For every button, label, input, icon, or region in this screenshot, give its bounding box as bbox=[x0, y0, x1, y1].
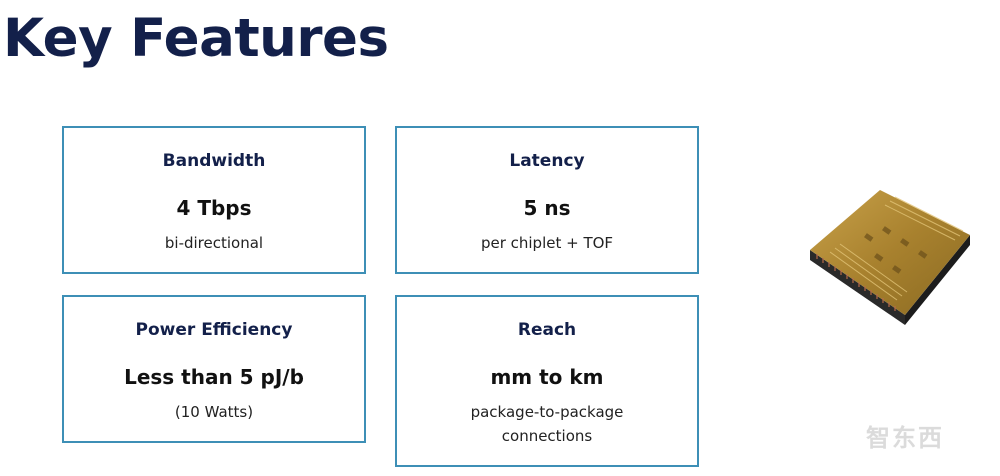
chiplet-image bbox=[810, 190, 970, 325]
card-subtext: (10 Watts) bbox=[174, 403, 254, 421]
slide-title: Key Features bbox=[3, 8, 389, 69]
card-value: mm to km bbox=[490, 365, 604, 389]
card-subtext: per chiplet + TOF bbox=[480, 234, 614, 252]
card-heading: Reach bbox=[517, 320, 577, 340]
card-subtext-line: connections bbox=[501, 427, 593, 445]
card-heading: Power Efficiency bbox=[135, 320, 293, 340]
card-heading: Bandwidth bbox=[162, 151, 266, 171]
feature-card-bandwidth: Bandwidth 4 Tbps bi-directional bbox=[62, 126, 366, 274]
card-value: 5 ns bbox=[523, 196, 571, 220]
watermark: 智东西 bbox=[866, 424, 944, 452]
card-value: Less than 5 pJ/b bbox=[124, 365, 304, 389]
feature-card-power-efficiency: Power Efficiency Less than 5 pJ/b (10 Wa… bbox=[62, 295, 366, 443]
card-heading: Latency bbox=[509, 151, 585, 171]
card-subtext: package-to-package connections bbox=[397, 400, 697, 448]
card-subtext: bi-directional bbox=[164, 234, 264, 252]
feature-card-reach: Reach mm to km package-to-package connec… bbox=[395, 295, 699, 467]
card-value: 4 Tbps bbox=[176, 196, 252, 220]
feature-card-latency: Latency 5 ns per chiplet + TOF bbox=[395, 126, 699, 274]
card-subtext-line: package-to-package bbox=[470, 403, 624, 421]
